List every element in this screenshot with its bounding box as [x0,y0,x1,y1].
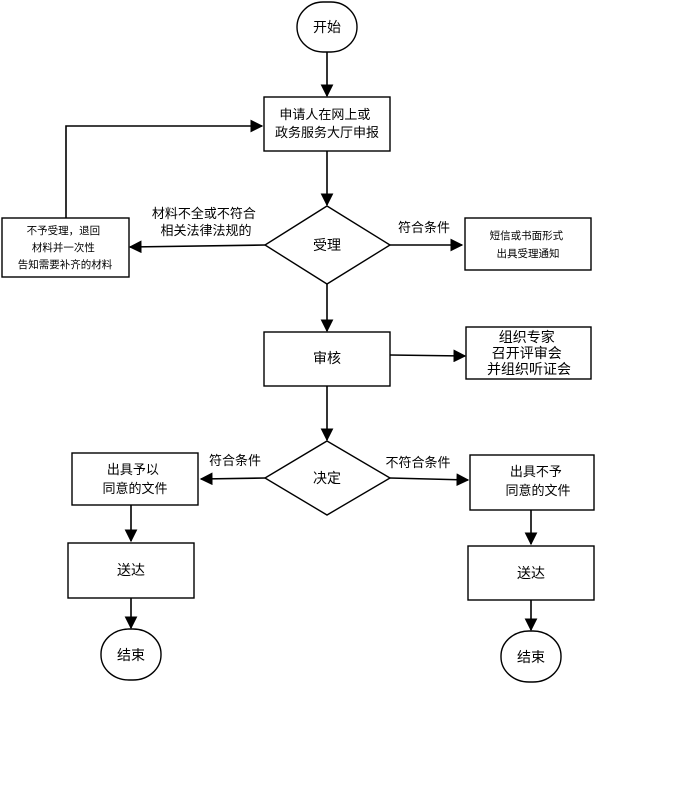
node-accept-shape [263,205,392,285]
edge-label-reject-line-1: 材料不全或不符合 [152,206,256,222]
node-deny-doc-line-1: 出具不予 [510,465,562,480]
node-approve-doc-line-2: 同意的文件 [102,481,167,497]
node-deny-doc: 出具不予 同意的文件 [469,454,595,511]
node-deliver-left: 送达 [67,542,195,599]
node-notice-shape [464,217,592,271]
node-reject-line-3: 告知需要补齐的材料 [18,258,113,271]
node-approve-doc: 出具予以 同意的文件 [71,452,199,506]
node-expert: 组织专家 召开评审会 并组织听证会 [465,326,592,380]
node-expert-line-1: 组织专家 [499,329,555,346]
node-review-label: 审核 [313,351,341,367]
node-apply-label: 申请人在网上或 政务服务大厅申报 [275,108,379,141]
node-apply-line-1: 申请人在网上或 [279,108,370,123]
edge-accept-to-reject [128,240,266,254]
node-apply-line-2: 政务服务大厅申报 [275,125,379,141]
node-review-shape [263,331,391,387]
node-apply: 申请人在网上或 政务服务大厅申报 [263,96,391,152]
edge-reject-loop-to-apply [65,119,264,218]
node-deliver-left-label: 送达 [117,563,145,579]
node-expert-shape [465,326,592,380]
node-notice-line-1: 短信或书面形式 [490,229,564,242]
edge-decide-to-approve [199,472,266,486]
node-notice-line-2: 出具受理通知 [497,247,560,260]
node-expert-label: 组织专家 召开评审会 并组织听证会 [487,329,571,378]
node-review: 审核 [263,331,391,387]
node-start-shape [296,1,358,53]
edge-label-decide-no: 不符合条件 [385,455,450,471]
node-end-right-shape [500,630,562,683]
edge-label-accept-condition: 符合条件 [398,220,450,236]
node-notice: 短信或书面形式 出具受理通知 [464,217,592,271]
node-approve-doc-label: 出具予以 同意的文件 [102,463,167,497]
node-deliver-right-shape [467,545,595,601]
node-start: 开始 [296,1,358,53]
node-approve-doc-shape [71,452,199,506]
node-accept-label: 受理 [313,238,341,254]
node-end-left-shape [100,628,162,681]
node-start-label: 开始 [313,20,341,36]
node-end-right-label: 结束 [517,650,545,666]
edge-label-reject-condition: 材料不全或不符合 相关法律法规的 [152,206,260,239]
node-deny-doc-shape [469,454,595,511]
node-reject-label: 不予受理，退回 材料并一次性 告知需要补齐的材料 [18,225,113,271]
node-reject-line-2: 材料并一次性 [32,241,95,254]
node-reject-shape [1,217,130,278]
edge-review-to-expert [389,349,467,363]
node-reject-line-1: 不予受理，退回 [27,225,101,237]
edge-label-reject-line-2: 相关法律法规的 [160,223,251,239]
node-reject: 不予受理，退回 材料并一次性 告知需要补齐的材料 [1,217,130,278]
node-decide: 决定 [263,440,392,516]
node-notice-label: 短信或书面形式 出具受理通知 [490,229,567,260]
node-end-left-label: 结束 [117,648,145,664]
node-deliver-right-label: 送达 [517,566,545,582]
node-apply-shape [263,96,391,152]
node-decide-label: 决定 [313,471,341,487]
node-deny-doc-line-2: 同意的文件 [505,483,570,499]
edge-label-decide-yes: 符合条件 [209,453,261,469]
node-expert-line-3: 并组织听证会 [487,362,571,378]
node-accept: 受理 [263,205,392,285]
node-decide-shape [263,440,392,516]
node-expert-line-2: 召开评审会 [492,346,562,362]
node-deliver-left-shape [67,542,195,599]
node-deny-doc-label: 出具不予 同意的文件 [505,465,570,499]
node-approve-doc-line-1: 出具予以 [107,463,159,478]
node-end-left: 结束 [100,628,162,681]
edge-decide-to-deny [389,473,470,487]
node-deliver-right: 送达 [467,545,595,601]
node-end-right: 结束 [500,630,562,683]
